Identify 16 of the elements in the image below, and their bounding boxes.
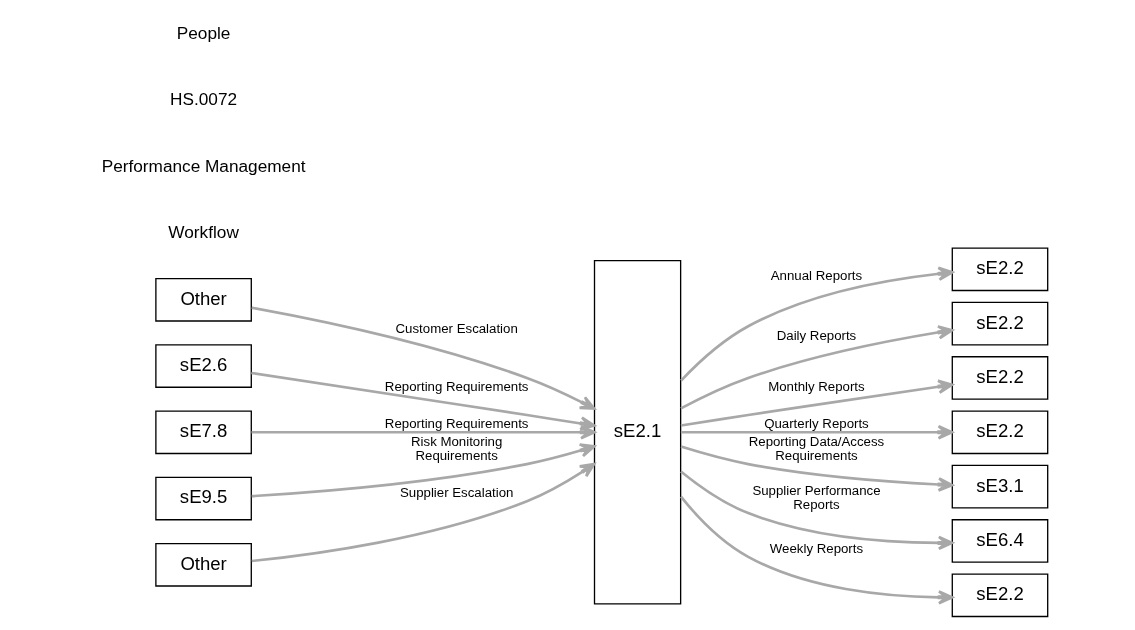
edge-label: Quarterly Reports bbox=[763, 416, 869, 432]
edge-label: Supplier Performance Reports bbox=[751, 482, 881, 513]
edge-label: Monthly Reports bbox=[767, 379, 865, 395]
edge-label: Customer Escalation bbox=[395, 320, 518, 336]
edge-label: Daily Reports bbox=[776, 327, 856, 343]
edge-label: Risk Monitoring Requirements bbox=[410, 433, 502, 464]
label: Performance Management bbox=[101, 155, 306, 176]
edge-label: Reporting Requirements bbox=[384, 379, 528, 395]
edge-label: Reporting Requirements bbox=[384, 416, 528, 432]
edge-label: Supplier Escalation bbox=[399, 485, 513, 501]
edge-label: Reporting Data/Access Requirements bbox=[748, 433, 884, 464]
edge-label: Annual Reports bbox=[770, 267, 862, 283]
edge-label: Weekly Reports bbox=[769, 540, 863, 556]
label: People bbox=[176, 23, 230, 44]
label: Workflow bbox=[167, 222, 239, 243]
label: HS.0072 bbox=[169, 89, 237, 110]
